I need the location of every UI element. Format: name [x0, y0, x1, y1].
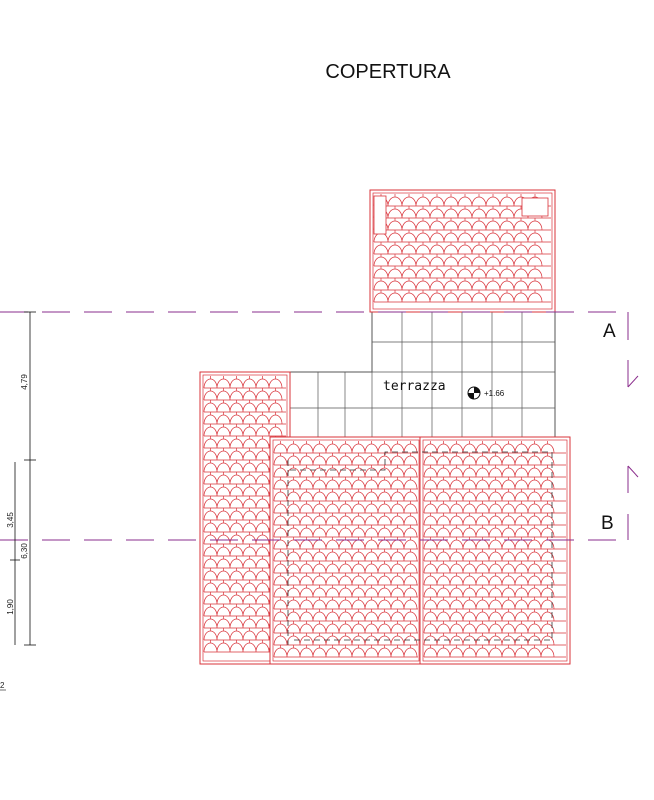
level-marker-icon — [467, 386, 481, 400]
dimension-label-3: 6,30 — [20, 543, 29, 559]
dimension-chain — [10, 311, 36, 646]
dimension-label-1: 4,79 — [20, 374, 29, 390]
section-line-b: B — [0, 465, 639, 541]
roof-right — [419, 436, 571, 665]
section-line-a: A — [0, 311, 639, 388]
terrace-paving — [287, 311, 556, 441]
dimension-label-2: 3,45 — [6, 512, 15, 528]
section-label-a: A — [603, 321, 616, 342]
room-label-terrazza: terrazza — [383, 379, 446, 394]
level-value: +1.66 — [484, 389, 505, 398]
section-label-b: B — [601, 513, 614, 534]
hidden-wall-lines — [287, 451, 553, 645]
roof-middle — [269, 436, 423, 665]
dimension-label-4: 1,90 — [6, 599, 15, 615]
drawing-title: COPERTURA — [325, 61, 451, 83]
edge-fragment-label: 2 — [0, 681, 5, 690]
roof-top — [369, 189, 556, 313]
